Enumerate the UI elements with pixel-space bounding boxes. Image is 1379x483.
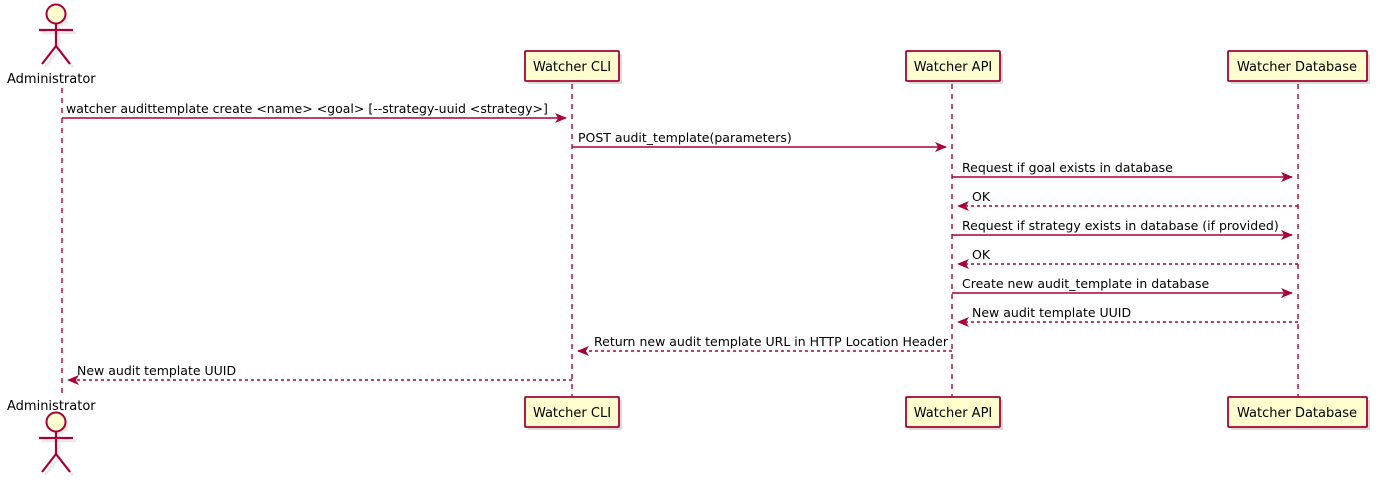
participant-label-watcher-database-bottom: Watcher Database <box>1237 406 1357 421</box>
actor-icon-administrator-bottom <box>39 411 73 473</box>
participant-label-watcher-cli-bottom: Watcher CLI <box>533 406 611 421</box>
participant-watcher-database-top[interactable]: Watcher Database <box>1227 50 1370 84</box>
message-4[interactable]: OK <box>957 189 1298 211</box>
participant-administrator-bottom[interactable]: Administrator <box>7 399 96 476</box>
participant-label-watcher-database-top: Watcher Database <box>1237 60 1357 75</box>
message-2[interactable]: POST audit_template(parameters) <box>572 130 947 152</box>
participant-administrator-top[interactable]: Administrator <box>7 3 96 88</box>
participant-box-watcher-cli-bottom <box>524 396 620 428</box>
participant-watcher-api-top[interactable]: Watcher API <box>905 50 1003 84</box>
actor-icon-administrator-top <box>39 3 73 65</box>
message-label-8: New audit template UUID <box>972 305 1131 320</box>
participant-box-watcher-api-bottom <box>905 396 1001 428</box>
message-6[interactable]: OK <box>957 247 1298 269</box>
message-label-2: POST audit_template(parameters) <box>578 130 792 145</box>
message-7[interactable]: Create new audit_template in database <box>952 276 1293 298</box>
participant-box-watcher-database-top <box>1227 50 1368 82</box>
message-label-3: Request if goal exists in database <box>962 160 1173 175</box>
message-label-6: OK <box>972 247 991 262</box>
lifelines <box>61 84 1299 396</box>
participant-box-watcher-database-bottom <box>1227 396 1368 428</box>
participant-label-administrator-top: Administrator <box>7 72 96 87</box>
participant-box-watcher-cli-top <box>524 50 620 82</box>
participant-box-watcher-api-top <box>905 50 1001 82</box>
message-5[interactable]: Request if strategy exists in database (… <box>952 218 1293 240</box>
participant-watcher-cli-top[interactable]: Watcher CLI <box>524 50 622 84</box>
message-label-5: Request if strategy exists in database (… <box>962 218 1279 233</box>
message-label-9: Return new audit template URL in HTTP Lo… <box>594 334 949 349</box>
participant-label-administrator-bottom: Administrator <box>7 399 96 414</box>
message-8[interactable]: New audit template UUID <box>957 305 1298 327</box>
participant-watcher-database-bottom[interactable]: Watcher Database <box>1227 396 1370 430</box>
message-label-4: OK <box>972 189 991 204</box>
participant-label-watcher-api-bottom: Watcher API <box>914 406 993 421</box>
message-3[interactable]: Request if goal exists in database <box>952 160 1293 182</box>
participant-watcher-cli-bottom[interactable]: Watcher CLI <box>524 396 622 430</box>
message-10[interactable]: New audit template UUID <box>67 363 572 385</box>
message-label-7: Create new audit_template in database <box>962 276 1209 291</box>
message-9[interactable]: Return new audit template URL in HTTP Lo… <box>577 334 952 356</box>
participant-label-watcher-cli-top: Watcher CLI <box>533 60 611 75</box>
participant-label-watcher-api-top: Watcher API <box>914 60 993 75</box>
participant-watcher-api-bottom[interactable]: Watcher API <box>905 396 1003 430</box>
message-1[interactable]: watcher audittemplate create <name> <goa… <box>62 101 567 123</box>
message-label-1: watcher audittemplate create <name> <goa… <box>66 101 548 116</box>
message-label-10: New audit template UUID <box>77 363 236 378</box>
